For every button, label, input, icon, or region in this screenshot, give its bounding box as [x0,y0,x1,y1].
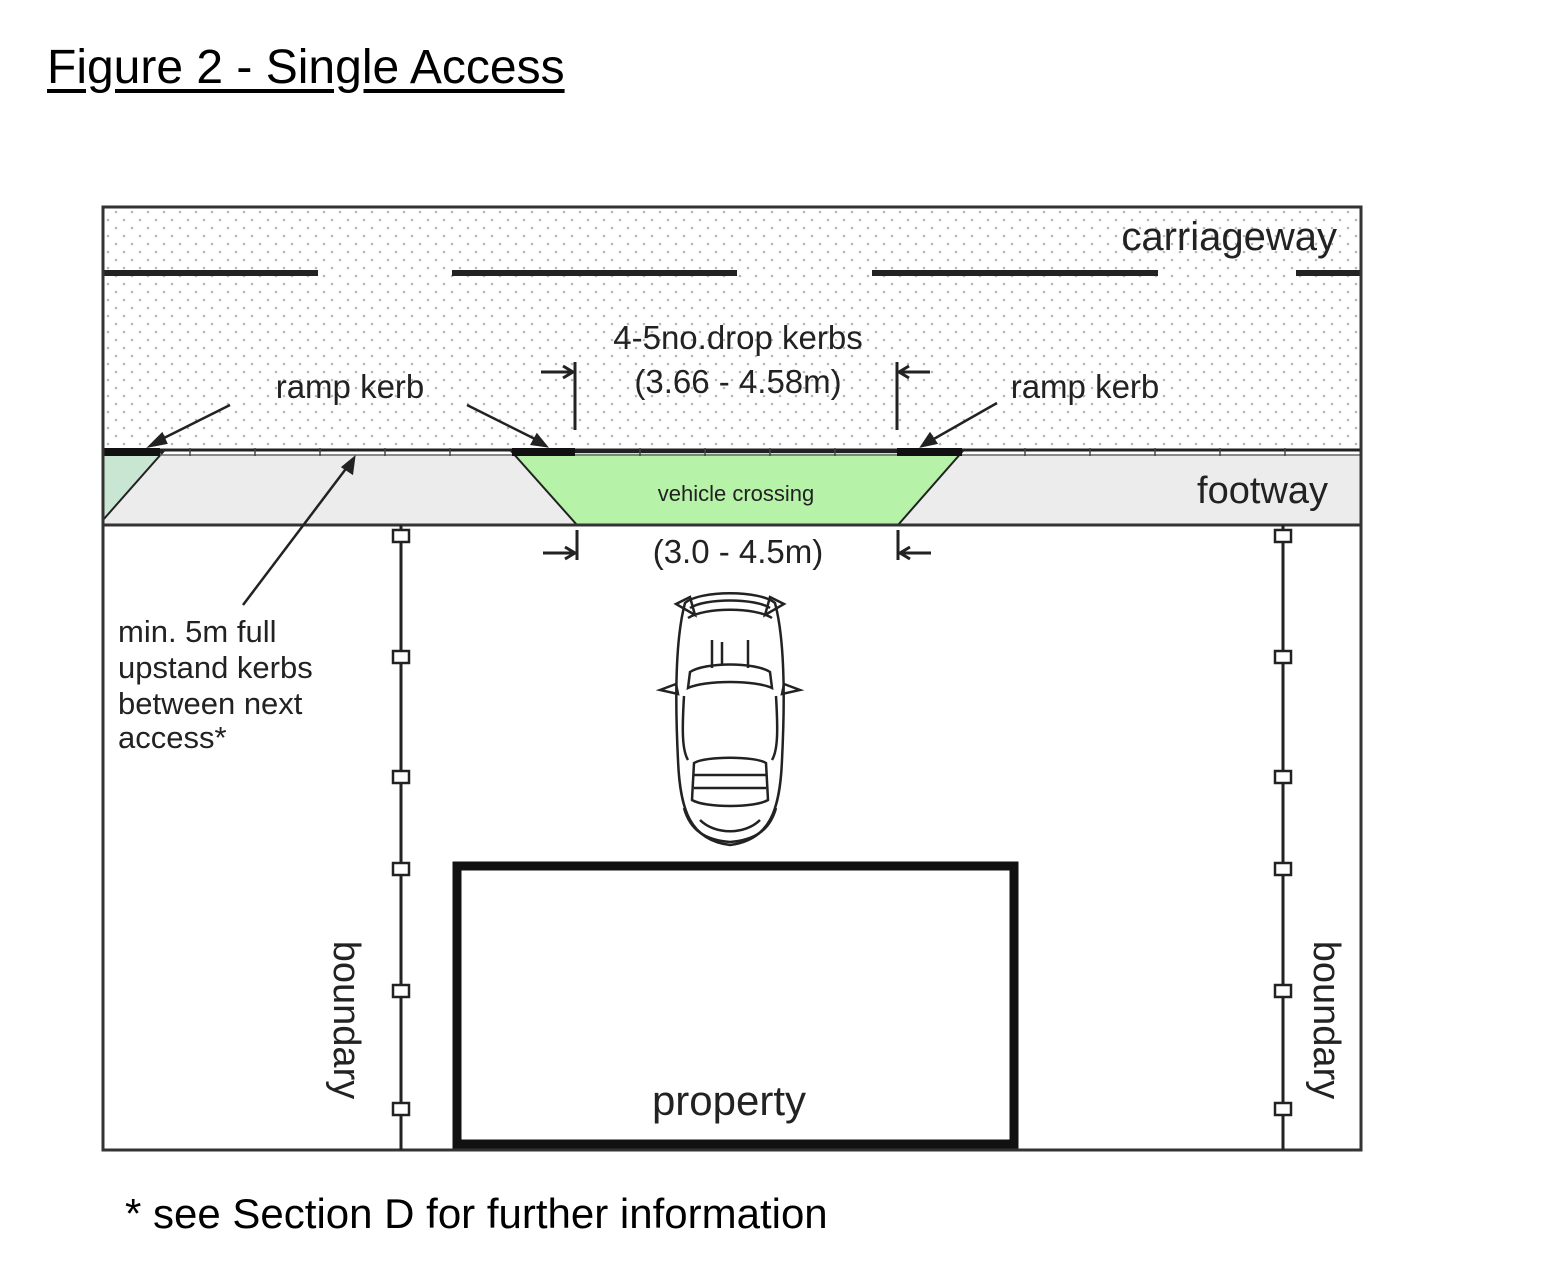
boundary-right-label: boundary [1305,941,1347,1099]
kerb-line [103,448,1361,456]
ramp-kerb-leaders [146,401,998,448]
ramp-kerb-right-label: ramp kerb [1011,368,1160,405]
crossing-width-dimension [543,530,931,561]
upstand-kerb-note: min. 5m full upstand kerbs between next … [118,614,313,755]
boundary-left-label: boundary [325,941,367,1099]
property-outline [452,861,1019,1149]
diagram-frame [101,205,1363,1152]
car-icon [655,592,805,847]
carriageway-label: carriageway [1121,215,1337,259]
carriageway-area [103,207,1361,450]
upstand-note-line-4: access* [118,720,227,755]
property-label: property [652,1077,806,1124]
upstand-note-line-1: min. 5m full [118,614,276,649]
upstand-kerb-leader [242,455,356,606]
boundary-fence-left [391,525,411,1150]
upstand-note-line-3: between next [118,686,303,721]
upstand-note-line-2: upstand kerbs [118,650,313,685]
crossing-width-label: (3.0 - 4.5m) [653,533,824,570]
ramp-kerb-left-label: ramp kerb [276,368,425,405]
footnote: * see Section D for further information [125,1190,828,1237]
drop-kerbs-range: (3.66 - 4.58m) [634,363,841,400]
drop-kerb-dimension [541,362,930,430]
boundary-fence-right [1273,525,1293,1150]
footway-label: footway [1197,470,1328,512]
drop-kerbs-label: 4-5no.drop kerbs [613,319,862,356]
figure-title: Figure 2 - Single Access [47,41,565,94]
vehicle-crossing-label: vehicle crossing [658,481,815,506]
